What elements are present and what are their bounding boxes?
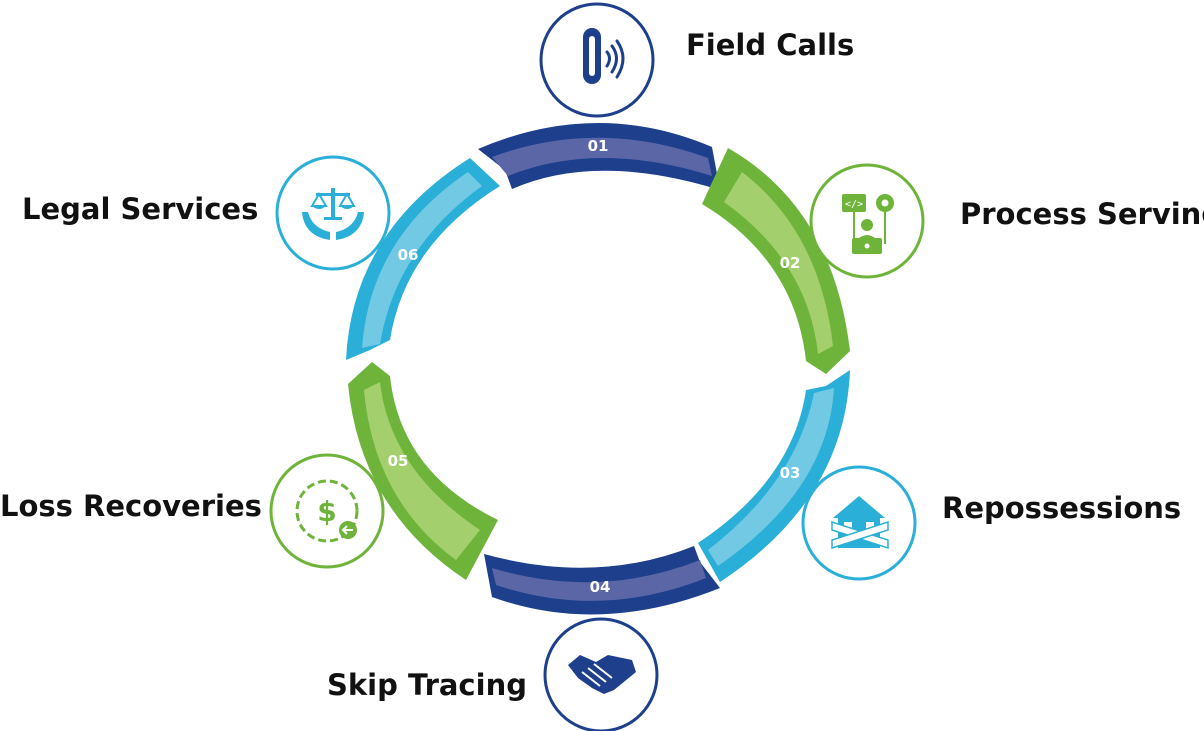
segment-05: 05 xyxy=(348,362,498,580)
step-label-repossessions: Repossessions xyxy=(942,491,1182,525)
dollar-return-icon: $ xyxy=(295,479,359,543)
segment-04: 04 xyxy=(484,546,720,615)
scales-hands-icon xyxy=(302,188,364,240)
segment-01-inner xyxy=(492,137,712,176)
step-label-field-calls: Field Calls xyxy=(686,28,855,62)
icon-circle-03 xyxy=(801,465,917,581)
segment-02-number: 02 xyxy=(780,254,801,272)
segment-01-number: 01 xyxy=(588,137,609,155)
segment-03-inner xyxy=(708,388,834,566)
segment-02: 02 xyxy=(702,148,850,374)
step-label-loss-recoveries: Loss Recoveries xyxy=(0,489,262,523)
segment-03: 03 xyxy=(698,370,850,582)
segment-01: 01 xyxy=(478,122,720,190)
handshake-icon xyxy=(568,655,636,694)
svg-text:$: $ xyxy=(317,495,336,528)
segment-04-number: 04 xyxy=(590,578,611,596)
icon-circle-04 xyxy=(543,617,659,731)
taped-house-icon xyxy=(831,496,889,550)
segment-03-number: 03 xyxy=(780,464,801,482)
segment-04-outer xyxy=(484,546,720,615)
step-label-skip-tracing: Skip Tracing xyxy=(327,668,527,702)
segment-02-inner xyxy=(724,172,833,354)
icon-circle-01 xyxy=(539,2,655,118)
developer-desk-icon: </> xyxy=(842,194,894,254)
segment-06-number: 06 xyxy=(398,246,419,264)
segment-06: 06 xyxy=(346,158,500,360)
segment-05-inner xyxy=(364,382,480,560)
phone-icon xyxy=(583,28,625,84)
segment-04-inner xyxy=(492,560,706,601)
svg-text:</>: </> xyxy=(845,199,863,210)
segment-06-inner xyxy=(362,172,482,348)
icon-circle-02: </> xyxy=(809,163,925,279)
icon-circle-06 xyxy=(275,155,391,271)
icon-circle-05: $ xyxy=(269,453,385,569)
segment-05-number: 05 xyxy=(388,452,409,470)
step-label-process-serving: Process Serving xyxy=(960,197,1204,231)
step-label-legal-services: Legal Services xyxy=(22,192,259,226)
